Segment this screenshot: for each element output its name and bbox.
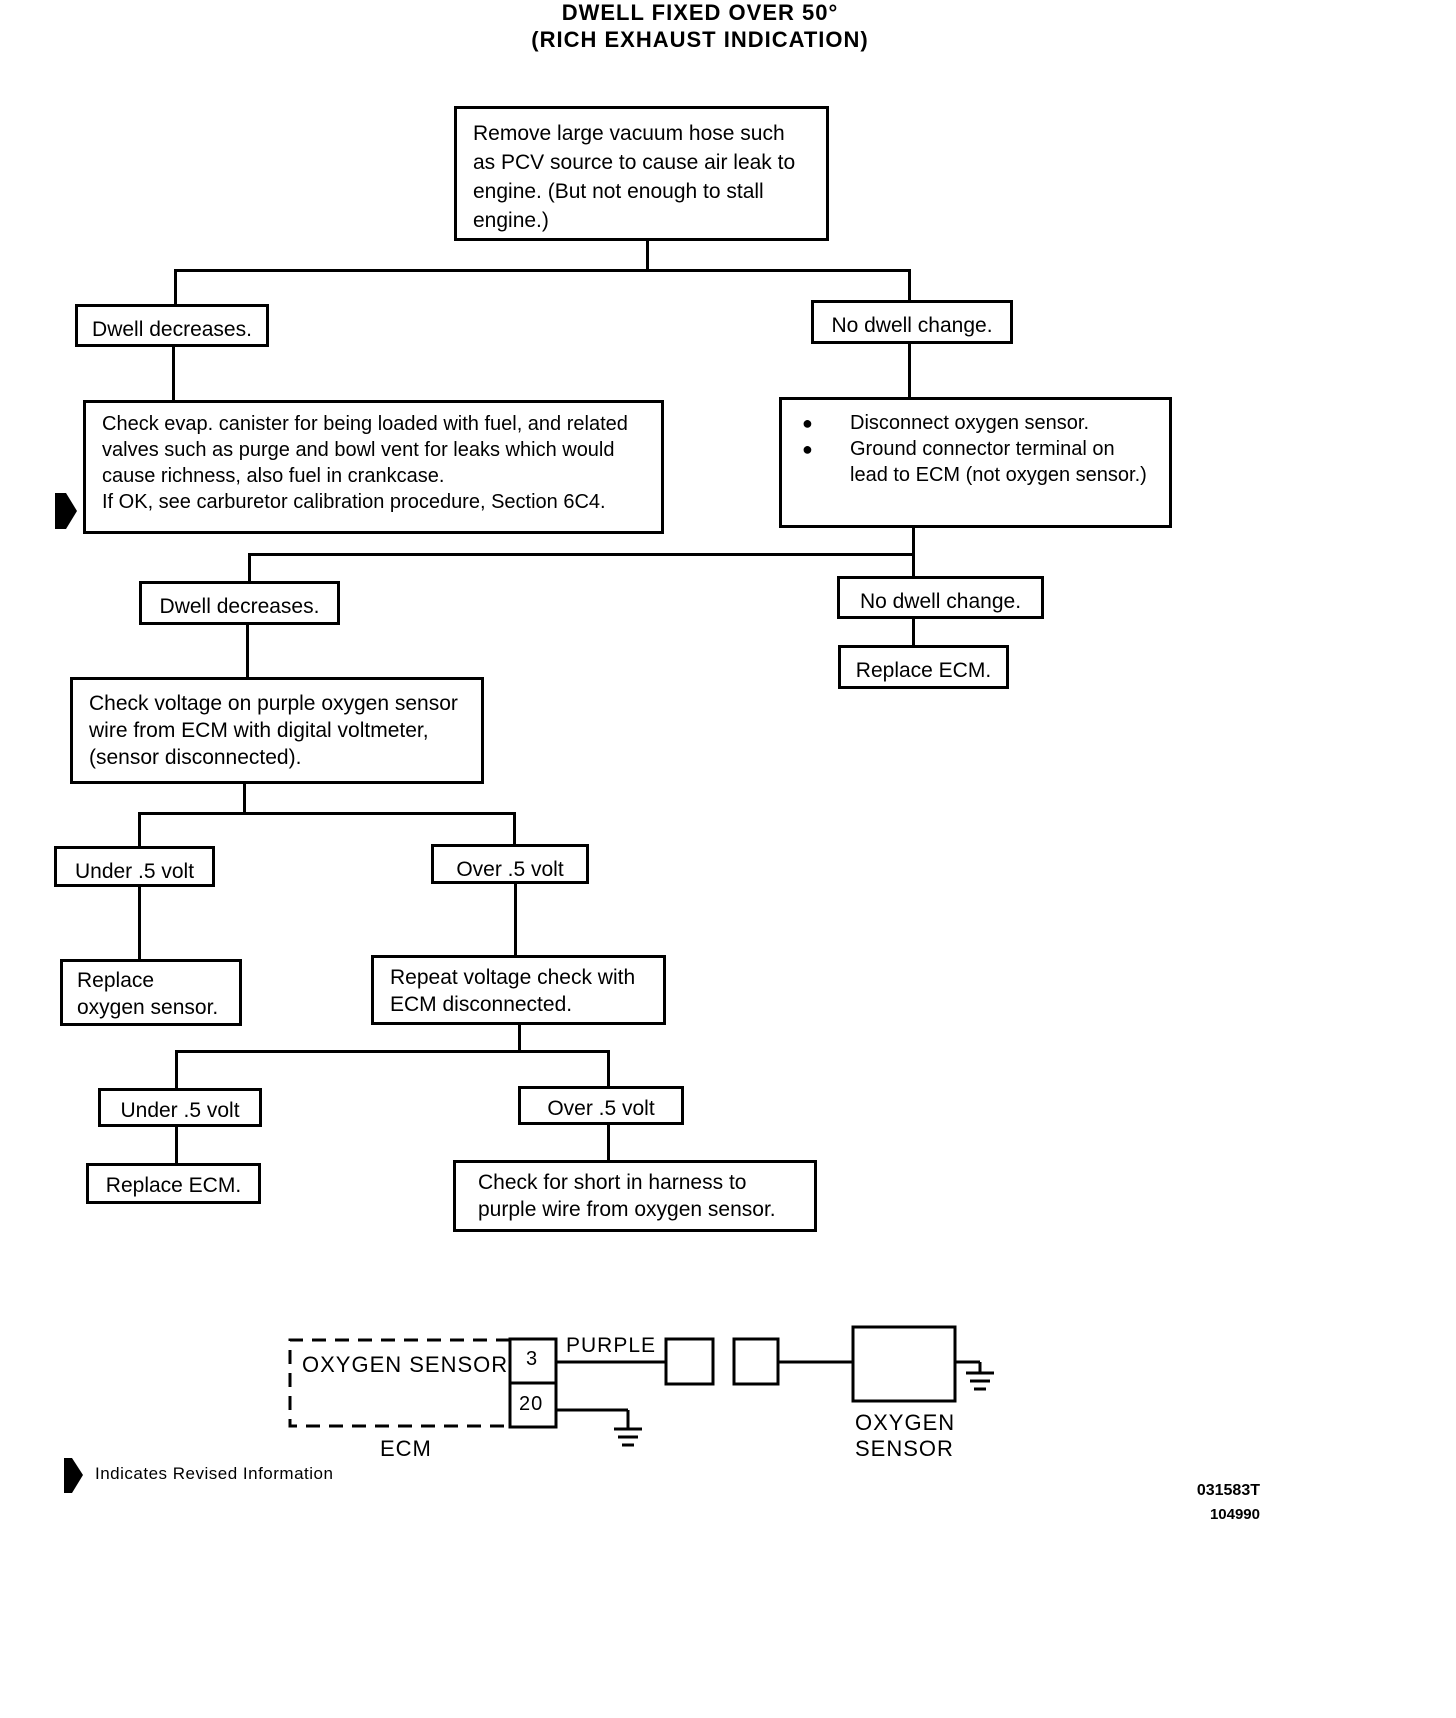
action-label: Replace ECM.: [855, 659, 992, 682]
revised-arrow-icon: [64, 1458, 83, 1493]
check-evap-box: Check evap. canister for being loaded wi…: [83, 400, 664, 534]
ecm-block-label: OXYGEN SENSOR: [302, 1352, 509, 1377]
replace-ecm-box-1: Replace ECM.: [838, 645, 1009, 689]
legend-text: Indicates Revised Information: [95, 1464, 334, 1483]
pin-20-box: [508, 1381, 558, 1429]
start-step-box: Remove large vacuum hose such as PCV sou…: [454, 106, 829, 241]
pin-20-label: 20: [519, 1393, 544, 1415]
outcome-label: No dwell change.: [859, 590, 1022, 613]
check-short-box: Check for short in harness to purple wir…: [453, 1160, 817, 1232]
outcome-over-5-volt-2: Over .5 volt: [518, 1086, 684, 1125]
ground-icon: [614, 1427, 642, 1447]
purple-wire-label: PURPLE: [566, 1334, 657, 1357]
outcome-dwell-decreases-1: Dwell decreases.: [75, 304, 269, 347]
ecm-dashed-outline: [288, 1338, 510, 1428]
check-evap-revised-text: If OK, see carburetor calibration proced…: [102, 491, 606, 513]
outcome-label: Over .5 volt: [547, 1097, 655, 1120]
oxygen-sensor-body: [851, 1325, 957, 1403]
outcome-no-dwell-change-2: No dwell change.: [837, 576, 1044, 619]
outcome-dwell-decreases-2: Dwell decreases.: [139, 581, 340, 625]
check-voltage-text: Check voltage on purple oxygen sensor wi…: [89, 692, 458, 769]
bullet-item: Disconnect oxygen sensor.: [802, 410, 1153, 436]
bullet-item: Ground connector terminal on lead to ECM…: [802, 436, 1153, 488]
check-short-text: Check for short in harness to purple wir…: [478, 1171, 776, 1221]
outcome-label: Dwell decreases.: [92, 318, 252, 341]
replace-oxygen-sensor-box: Replace oxygen sensor.: [60, 959, 242, 1026]
check-voltage-box: Check voltage on purple oxygen sensor wi…: [70, 677, 484, 784]
outcome-label: Over .5 volt: [456, 858, 564, 881]
repeat-voltage-box: Repeat voltage check with ECM disconnect…: [371, 955, 666, 1025]
ground-icon: [966, 1371, 994, 1391]
document-code-1: 031583T: [1196, 1482, 1260, 1499]
sensor-label-line2: SENSOR: [855, 1436, 954, 1461]
outcome-label: Dwell decreases.: [159, 595, 320, 618]
outcome-label: No dwell change.: [831, 314, 993, 337]
page-title-line1: DWELL FIXED OVER 50°: [561, 0, 839, 25]
sensor-label-line1: OXYGEN: [855, 1410, 956, 1435]
replace-ecm-box-2: Replace ECM.: [86, 1163, 261, 1204]
outcome-under-5-volt-1: Under .5 volt: [54, 846, 215, 887]
outcome-label: Under .5 volt: [120, 1099, 240, 1122]
outcome-no-dwell-change-1: No dwell change.: [811, 300, 1013, 344]
connector-left: [664, 1337, 715, 1386]
outcome-over-5-volt-1: Over .5 volt: [431, 844, 589, 884]
pin-3-label: 3: [526, 1348, 539, 1370]
connector-right: [732, 1337, 780, 1386]
outcome-label: Under .5 volt: [74, 860, 195, 883]
disconnect-bullet-list: Disconnect oxygen sensor. Ground connect…: [802, 410, 1153, 488]
check-evap-text: Check evap. canister for being loaded wi…: [102, 413, 628, 487]
page-title-line2: (RICH EXHAUST INDICATION): [531, 27, 869, 52]
repeat-voltage-text: Repeat voltage check with ECM disconnect…: [390, 966, 636, 1016]
outcome-under-5-volt-2: Under .5 volt: [98, 1088, 262, 1127]
action-label: Replace ECM.: [105, 1174, 242, 1197]
revised-arrow-icon: [55, 493, 77, 529]
action-label: Replace oxygen sensor.: [77, 969, 219, 1019]
disconnect-sensor-box: Disconnect oxygen sensor. Ground connect…: [779, 397, 1172, 528]
ecm-label: ECM: [380, 1436, 432, 1461]
document-code-2: 104990: [1209, 1506, 1260, 1523]
start-step-text: Remove large vacuum hose such as PCV sou…: [473, 122, 796, 232]
